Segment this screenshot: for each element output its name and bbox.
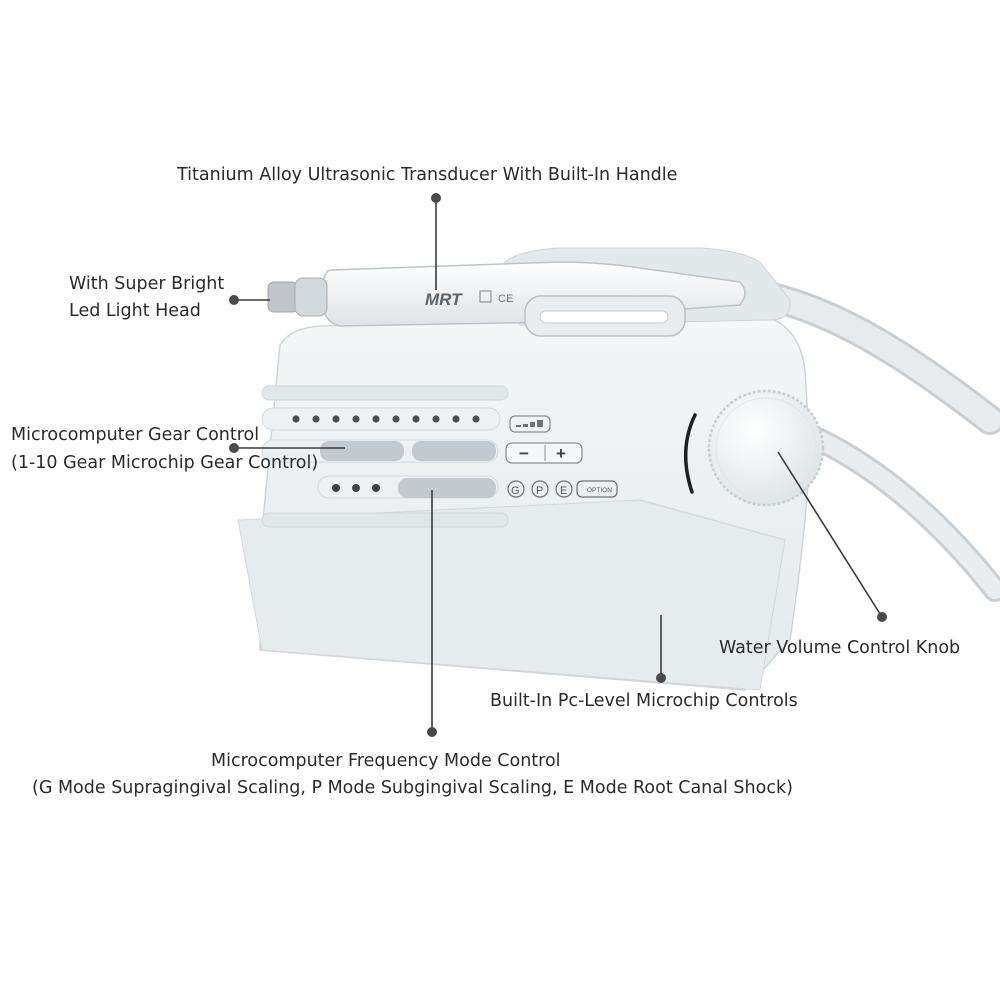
ce-mark: CE (498, 293, 513, 305)
mode-e-icon: E (560, 485, 567, 497)
callout-led-line1: With Super Bright (69, 274, 225, 294)
brand-logo: MRT (425, 290, 463, 309)
callout-transducer: Titanium Alloy Ultrasonic Transducer Wit… (177, 165, 678, 185)
gear-led (352, 415, 360, 423)
callout-gear-line2: (1-10 Gear Microchip Gear Control) (11, 453, 319, 473)
gear-led (312, 415, 320, 423)
callout-gear-line1: Microcomputer Gear Control (11, 425, 260, 445)
mode-button[interactable] (398, 478, 496, 498)
gear-led (372, 415, 380, 423)
water-knob[interactable] (684, 389, 825, 507)
mode-g-icon: G (511, 485, 520, 497)
gear-down-button[interactable] (320, 441, 404, 461)
leader-lines (234, 198, 883, 732)
leader-knob (777, 451, 883, 618)
callout-led-line2: Led Light Head (69, 301, 201, 321)
leader-dot (656, 673, 666, 683)
mode-led (372, 484, 380, 492)
callout-water-knob: Water Volume Control Knob (719, 638, 961, 658)
mode-led (332, 484, 340, 492)
leader-dot (431, 193, 441, 203)
callout-pc-level: Built-In Pc-Level Microchip Controls (490, 691, 798, 711)
signal-strength-icon (509, 415, 551, 433)
gear-up-button[interactable] (412, 441, 496, 461)
mode-led-row (332, 484, 380, 492)
plus-icon: + (556, 444, 566, 463)
leader-dots (229, 193, 887, 737)
mode-selector-icons: G P E OPTION (507, 480, 618, 498)
minus-icon: − (519, 444, 529, 463)
leader-dot (229, 443, 239, 453)
minus-plus-indicator: − + (505, 442, 583, 464)
leader-dot (427, 727, 437, 737)
callout-frequency-line1: Microcomputer Frequency Mode Control (211, 751, 561, 771)
callout-frequency-line2: (G Mode Supragingival Scaling, P Mode Su… (32, 778, 793, 798)
mode-p-icon: P (536, 485, 543, 497)
leader-dot (229, 295, 239, 305)
handpiece: MRT CE (267, 261, 746, 337)
gear-led-row (292, 415, 480, 423)
gear-led (412, 415, 420, 423)
option-label: OPTION (587, 487, 612, 494)
gear-led (392, 415, 400, 423)
gear-led (332, 415, 340, 423)
leader-dot (877, 612, 887, 622)
gear-led (472, 415, 480, 423)
gear-led (292, 415, 300, 423)
mode-led (352, 484, 360, 492)
gear-led (432, 415, 440, 423)
gear-led (452, 415, 460, 423)
